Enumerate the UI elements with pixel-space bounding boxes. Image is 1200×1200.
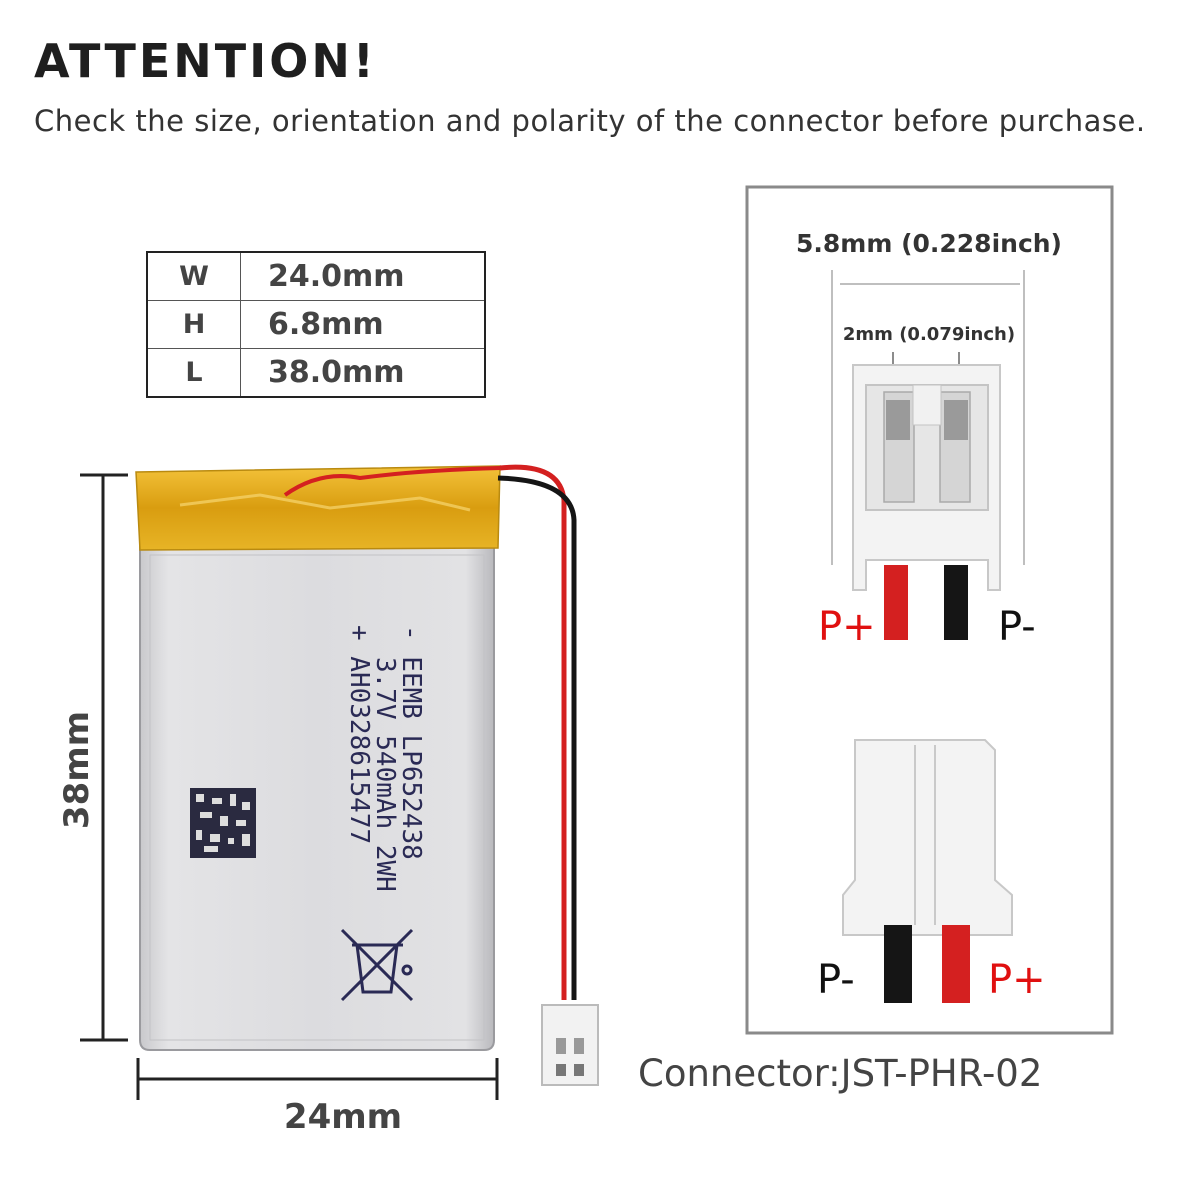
- table-key-h: H: [146, 300, 241, 349]
- table-row: H 6.8mm: [146, 300, 486, 349]
- connector-top-view: [852, 364, 1001, 640]
- recycle-bin-icon: [340, 928, 414, 1002]
- table-value-l: 38.0mm: [240, 348, 486, 398]
- cell-print-line1: - EEMB LP652438: [396, 625, 426, 860]
- attention-subtitle: Check the size, orientation and polarity…: [34, 104, 1146, 138]
- cell-print-line2: 3.7V 540mAh 2WH: [370, 657, 400, 892]
- battery-cell: - EEMB LP652438 3.7V 540mAh 2WH + AH0328…: [135, 465, 501, 1051]
- connector-detail-box: [745, 185, 1114, 1035]
- dimension-table: W 24.0mm H 6.8mm L 38.0mm: [146, 251, 486, 398]
- table-value-h: 6.8mm: [240, 300, 486, 349]
- width-dimension: 24mm: [136, 1058, 499, 1137]
- table-row: L 38.0mm: [146, 348, 486, 398]
- cell-print: - EEMB LP652438 3.7V 540mAh 2WH + AH0328…: [344, 625, 426, 892]
- kapton-tape: [135, 465, 501, 551]
- attention-title: ATTENTION!: [34, 34, 377, 88]
- outer-dimension-label: 5.8mm (0.228inch): [796, 229, 1062, 258]
- top-view-negative-label: P-: [998, 604, 1036, 650]
- width-label: 24mm: [284, 1097, 402, 1137]
- side-view-negative-label: P-: [817, 957, 855, 1003]
- table-value-w: 24.0mm: [240, 251, 486, 301]
- battery-connector-plug: [541, 1004, 599, 1086]
- side-view-positive-label: P+: [988, 957, 1046, 1003]
- table-key-l: L: [146, 348, 241, 398]
- length-label: 38mm: [57, 711, 97, 829]
- connector-side-view: [842, 739, 1013, 1003]
- length-dimension: 38mm: [57, 473, 128, 1042]
- table-row: W 24.0mm: [146, 251, 486, 301]
- top-view-positive-label: P+: [818, 604, 876, 650]
- connector-type-label: Connector:JST-PHR-02: [638, 1052, 1042, 1095]
- datamatrix-icon: [190, 788, 256, 858]
- battery-leads: [497, 464, 577, 1000]
- table-key-w: W: [146, 251, 241, 301]
- cell-print-line3: + AH0328615477: [344, 625, 374, 844]
- pitch-dimension-label: 2mm (0.079inch): [843, 324, 1015, 345]
